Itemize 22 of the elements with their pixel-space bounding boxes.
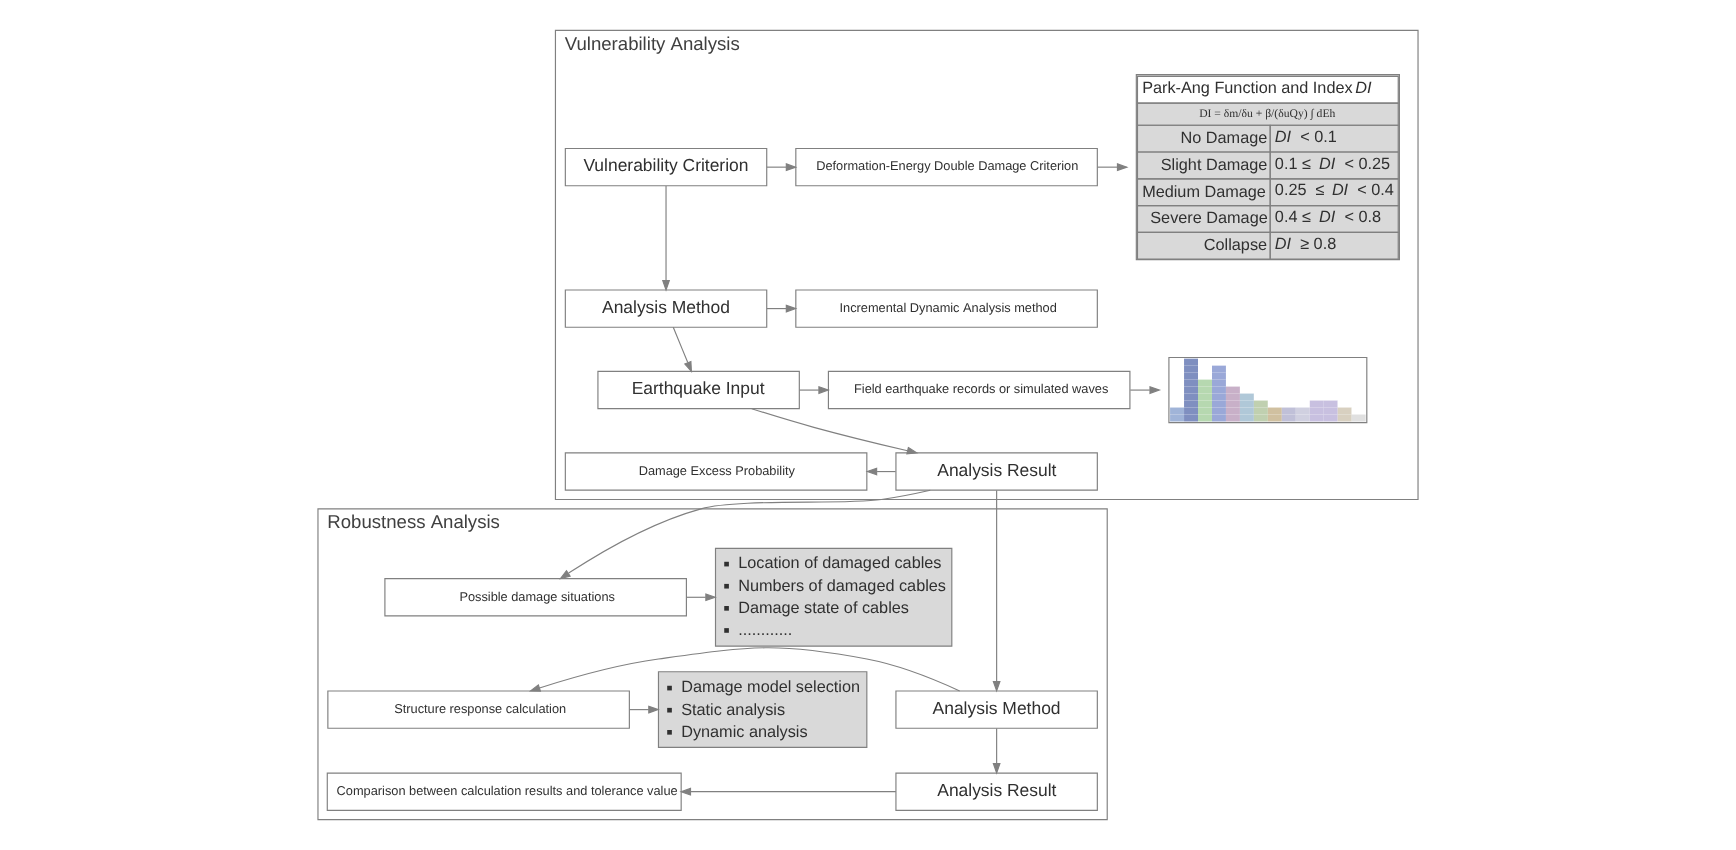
arrow — [766, 304, 798, 313]
arrow — [528, 647, 961, 692]
arrow — [992, 727, 1001, 775]
node-box: Analysis Result — [895, 452, 1098, 491]
arrow — [1129, 386, 1162, 395]
arrow — [766, 163, 798, 172]
arrow — [1096, 163, 1129, 172]
arrow — [798, 386, 830, 395]
node-box: Analysis Result — [895, 772, 1098, 811]
node-box: Analysis Method — [895, 690, 1098, 729]
arrow — [628, 705, 660, 714]
node-box: Earthquake Input — [597, 370, 800, 410]
arrow — [559, 489, 931, 580]
node-box: Analysis Method — [564, 289, 768, 328]
arrow — [679, 787, 897, 796]
node-box: Vulnerability Criterion — [564, 147, 768, 187]
arrow — [672, 326, 693, 373]
arrow — [685, 593, 717, 602]
arrow — [751, 408, 919, 455]
arrow — [865, 467, 897, 476]
arrow — [661, 185, 671, 292]
arrow — [992, 489, 1001, 693]
